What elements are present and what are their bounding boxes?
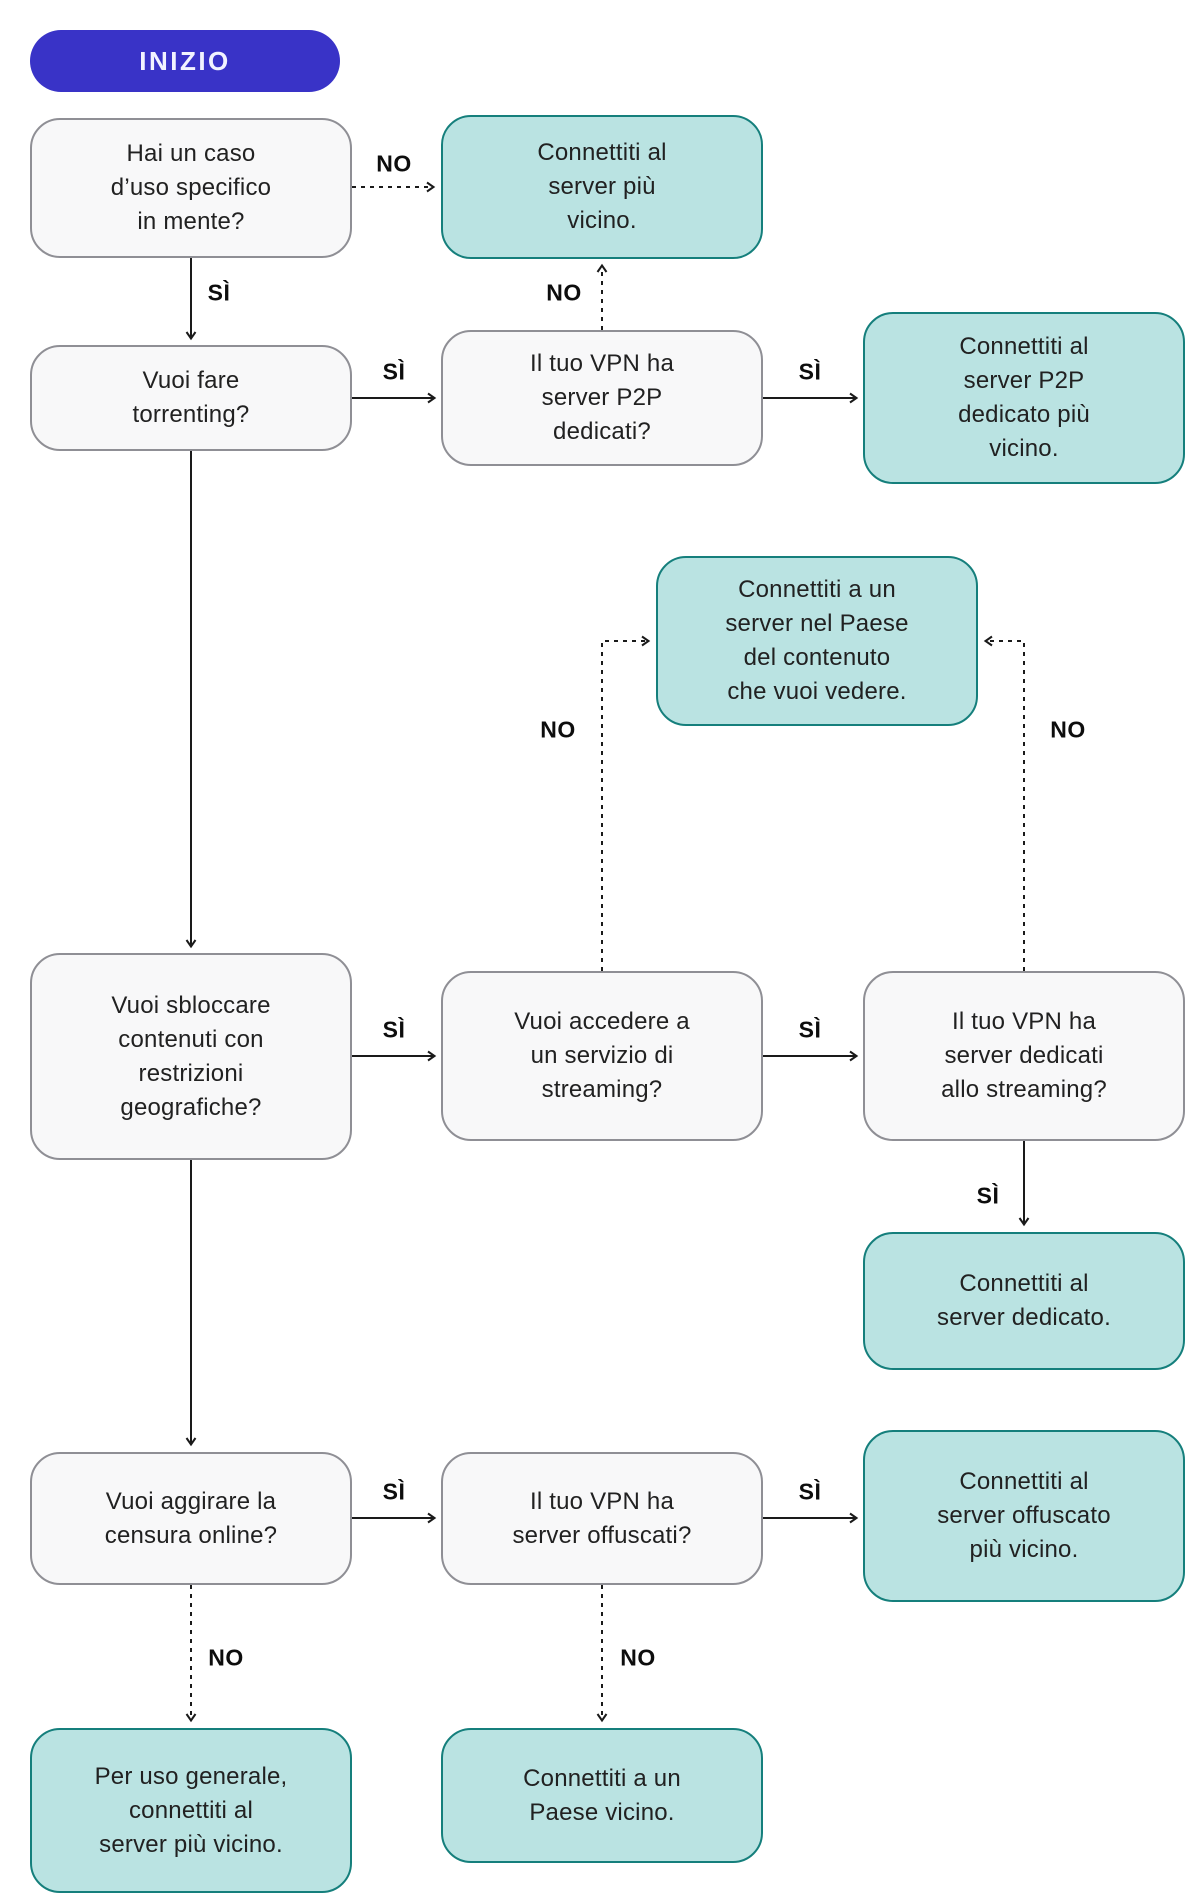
node-streaming-dedicated-text: Il tuo VPN ha server dedicati allo strea…: [941, 1008, 1107, 1103]
label-censorship-yes: SÌ: [382, 1478, 406, 1505]
node-general-use-text: Per uso generale, connettiti al server p…: [94, 1762, 288, 1858]
label-p2p-yes: SÌ: [798, 358, 822, 385]
label-streaming-no: NO: [540, 716, 576, 743]
node-country-content-text: Connettiti a un server nel Paese del con…: [725, 576, 909, 705]
label-censorship-no: NO: [208, 1644, 244, 1671]
node-nearby-country-outcome: Connettiti a un Paese vicino.: [441, 1728, 763, 1863]
node-censorship-text: Vuoi aggirare la censura online?: [104, 1487, 278, 1549]
node-torrenting-question: Vuoi fare torrenting?: [30, 345, 352, 451]
node-geo-question: Vuoi sbloccare contenuti con restrizioni…: [30, 953, 352, 1160]
node-general-use-outcome: Per uso generale, connettiti al server p…: [30, 1728, 352, 1893]
node-nearby-country-text: Connettiti a un Paese vicino.: [523, 1764, 681, 1826]
label-obfuscated-yes: SÌ: [798, 1478, 822, 1505]
node-p2p-closest-text: Connettiti al server P2P dedicato più vi…: [958, 333, 1090, 462]
node-torrenting-text: Vuoi fare torrenting?: [132, 367, 250, 428]
label-dedicated-yes: SÌ: [976, 1182, 1000, 1209]
node-obfuscated-closest-outcome: Connettiti al server offuscato più vicin…: [863, 1430, 1185, 1602]
start-label: INIZIO: [139, 45, 231, 76]
node-streaming-dedicated-question: Il tuo VPN ha server dedicati allo strea…: [863, 971, 1185, 1141]
node-p2p-question: Il tuo VPN ha server P2P dedicati?: [441, 330, 763, 466]
node-obfuscated-closest-text: Connettiti al server offuscato più vicin…: [937, 1468, 1111, 1563]
label-geo-yes: SÌ: [382, 1016, 406, 1043]
node-use-case-text: Hai un caso d’uso specifico in mente?: [110, 140, 272, 235]
node-geo-text: Vuoi sbloccare contenuti con restrizioni…: [111, 991, 271, 1121]
label-torrenting-yes: SÌ: [382, 358, 406, 385]
node-censorship-question: Vuoi aggirare la censura online?: [30, 1452, 352, 1585]
edge-streaming-no: [601, 635, 651, 971]
label-usecase-no: NO: [376, 150, 412, 177]
node-closest-server-text: Connettiti al server più vicino.: [537, 139, 667, 234]
node-country-content-outcome: Connettiti a un server nel Paese del con…: [656, 556, 978, 726]
label-streaming-yes: SÌ: [798, 1016, 822, 1043]
node-obfuscated-question: Il tuo VPN ha server offuscati?: [441, 1452, 763, 1585]
node-streaming-service-text: Vuoi accedere a un servizio di streaming…: [514, 1008, 690, 1103]
label-usecase-yes: SÌ: [207, 279, 231, 306]
node-p2p-closest-outcome: Connettiti al server P2P dedicato più vi…: [863, 312, 1185, 484]
node-streaming-service-question: Vuoi accedere a un servizio di streaming…: [441, 971, 763, 1141]
edge-dedicated-no: [983, 635, 1025, 971]
start-button: INIZIO: [30, 30, 340, 92]
label-p2p-no: NO: [546, 279, 582, 306]
node-p2p-text: Il tuo VPN ha server P2P dedicati?: [529, 350, 674, 445]
node-dedicated-server-outcome: Connettiti al server dedicato.: [863, 1232, 1185, 1370]
label-dedicated-no: NO: [1050, 716, 1086, 743]
node-closest-server-outcome: Connettiti al server più vicino.: [441, 115, 763, 259]
label-obfuscated-no: NO: [620, 1644, 656, 1671]
node-dedicated-server-text: Connettiti al server dedicato.: [937, 1270, 1111, 1331]
node-use-case-question: Hai un caso d’uso specifico in mente?: [30, 118, 352, 258]
node-obfuscated-text: Il tuo VPN ha server offuscati?: [512, 1487, 692, 1549]
